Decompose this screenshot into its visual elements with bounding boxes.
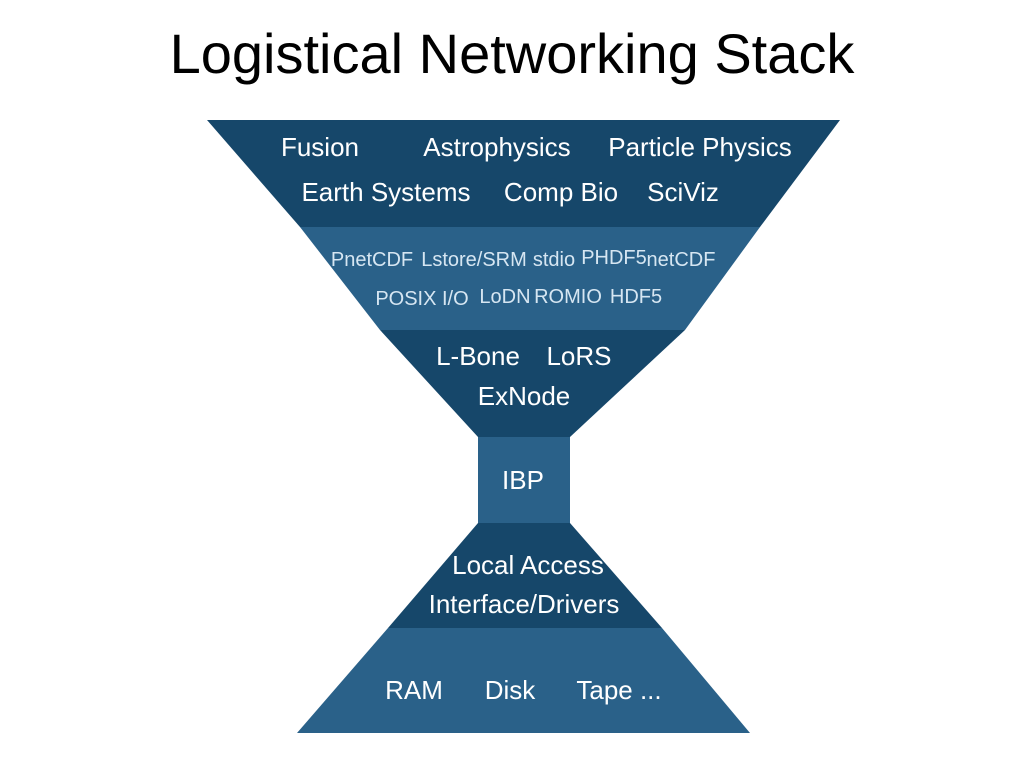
local-access-layer: [388, 523, 662, 628]
services-layer: [380, 330, 685, 437]
library-label: ROMIO: [534, 286, 602, 308]
service-label: L-Bone: [436, 341, 520, 371]
library-label: stdio: [533, 249, 575, 271]
library-label: POSIX I/O: [375, 288, 468, 310]
app-label: Comp Bio: [504, 177, 618, 207]
library-label: netCDF: [647, 249, 716, 271]
ibp-label: IBP: [502, 465, 544, 495]
library-label: PnetCDF: [331, 249, 413, 271]
storage-label: Tape ...: [576, 675, 661, 705]
library-label: HDF5: [610, 286, 662, 308]
storage-layer: [297, 628, 750, 733]
library-label: LoDN: [479, 286, 530, 308]
local-access-label: Interface/Drivers: [429, 589, 620, 619]
service-label: ExNode: [478, 381, 571, 411]
library-label: PHDF5: [581, 247, 647, 269]
local-access-label: Local Access: [452, 550, 604, 580]
applications-layer: [207, 120, 840, 227]
app-label: Particle Physics: [608, 132, 792, 162]
ibp-layer: [478, 437, 570, 523]
library-label: Lstore/SRM: [421, 249, 527, 271]
slide-title: Logistical Networking Stack: [169, 22, 855, 85]
app-label: Earth Systems: [301, 177, 470, 207]
service-label: LoRS: [546, 341, 611, 371]
app-label: Fusion: [281, 132, 359, 162]
libraries-layer: [300, 227, 760, 330]
storage-label: Disk: [485, 675, 537, 705]
storage-label: RAM: [385, 675, 443, 705]
app-label: SciViz: [647, 177, 719, 207]
app-label: Astrophysics: [423, 132, 570, 162]
